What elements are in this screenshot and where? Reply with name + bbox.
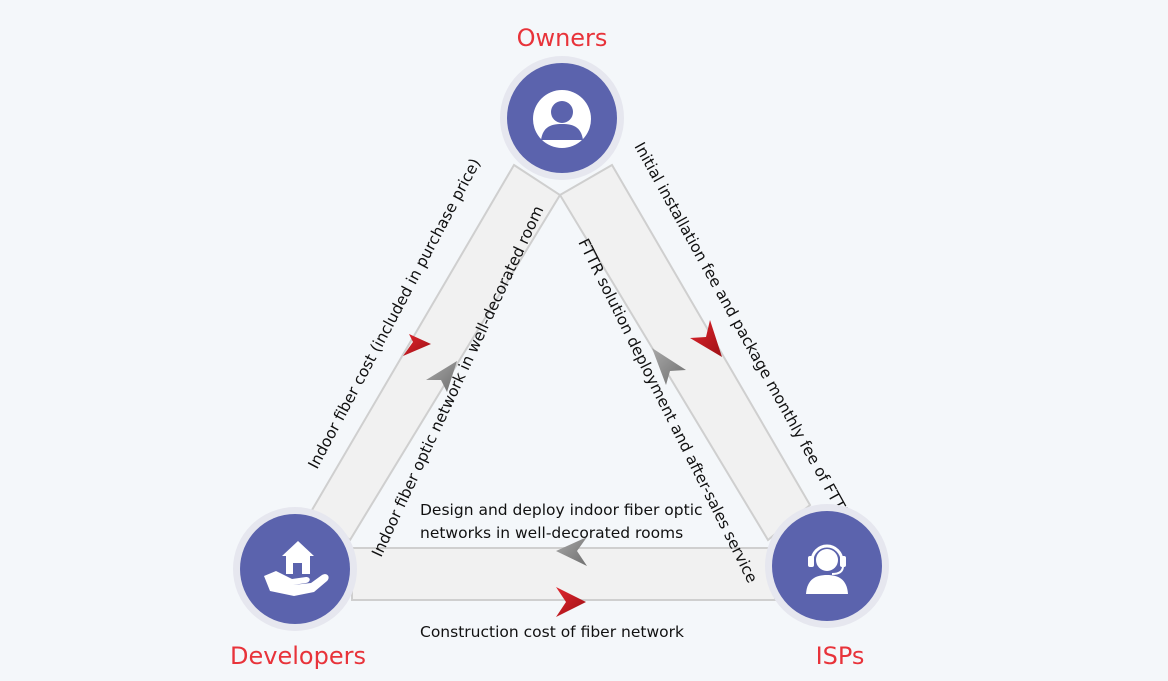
isps-node <box>765 504 889 628</box>
arrow-red-developer-to-isp <box>556 587 586 617</box>
flow-label-developer-to-isp: Construction cost of fiber network <box>420 623 684 641</box>
owners-node <box>500 56 624 180</box>
isps-label: ISPs <box>816 642 865 670</box>
arrow-gray-developer-to-owner <box>426 361 457 392</box>
arrow-gray-isp-to-owner <box>652 348 686 385</box>
arrow-red-owner-to-developer <box>403 334 431 356</box>
developers-node <box>233 507 357 631</box>
developers-label: Developers <box>230 642 366 670</box>
owners-developers-band <box>310 163 562 542</box>
owners-label: Owners <box>517 24 608 52</box>
arrow-gray-isp-to-developer <box>556 537 587 566</box>
flow-label-isp-to-developer-line1: Design and deploy indoor fiber optic <box>420 501 703 519</box>
flow-label-isp-to-developer-line2: networks in well-decorated rooms <box>420 524 683 542</box>
headset-agent-icon <box>806 544 848 594</box>
person-icon <box>533 90 591 148</box>
arrow-red-owner-to-isp <box>690 320 722 357</box>
house-in-hand-icon <box>264 541 329 596</box>
owners-isps-band <box>558 163 812 542</box>
